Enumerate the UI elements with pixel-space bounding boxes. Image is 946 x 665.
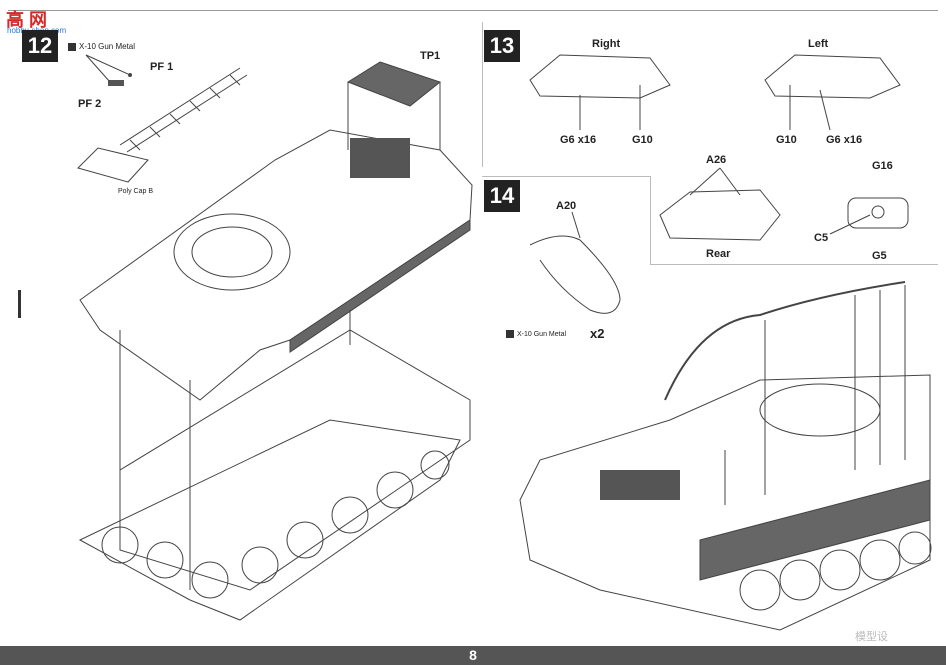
tank-hull-step-14 (519, 281, 932, 631)
page-number: 8 (469, 647, 477, 663)
label-c5: C5 (814, 232, 829, 244)
track-link-strip (119, 67, 248, 153)
rear-part (659, 189, 781, 241)
label-pf1: PF 1 (150, 61, 174, 73)
x10-gun-metal-text: X-10 Gun Metal (79, 42, 136, 51)
bracket-plate (77, 147, 149, 183)
side-part-right (529, 54, 671, 99)
step-number-13: 13 (484, 30, 520, 62)
cable-a20 (529, 235, 621, 314)
label-g16: G16 (872, 160, 893, 172)
step-number-12: 12 (22, 30, 58, 62)
watermark-logo: 高 网 (6, 10, 48, 30)
tp1-plate (346, 61, 442, 107)
label-a20: A20 (556, 200, 577, 212)
label-a26: A26 (706, 154, 727, 166)
label-quantity: x2 (590, 326, 605, 341)
part-pf1 (128, 73, 132, 77)
step-13-bottom-divider (650, 264, 938, 265)
label-rear: Rear (706, 248, 731, 260)
lower-hull-tracks (78, 329, 471, 621)
top-bar (8, 0, 938, 11)
step-14-material-label: X-10 Gun Metal (506, 330, 566, 338)
label-g10-right: G10 (632, 134, 653, 146)
part-pf2 (108, 80, 124, 86)
column-divider (482, 22, 483, 167)
label-tp1: TP1 (420, 50, 441, 62)
label-g6-right: G6 x16 (560, 134, 597, 146)
label-pf2: PF 2 (78, 98, 102, 110)
label-g6-left: G6 x16 (826, 134, 863, 146)
gun-metal-icon (68, 42, 76, 51)
detail-plate (847, 197, 909, 229)
label-g5: G5 (872, 250, 887, 262)
step-13-inner-divider (650, 176, 651, 264)
step-number-14: 14 (484, 180, 520, 212)
label-left: Left (808, 38, 829, 50)
step-13-divider (482, 176, 650, 177)
brand-mark: 模型设 (855, 631, 888, 643)
label-poly-cap-b: Poly Cap B (118, 188, 154, 195)
label-right: Right (592, 38, 621, 50)
page-edge-marker (18, 290, 21, 318)
gun-metal-icon (506, 330, 514, 338)
page-footer: 8 (0, 646, 946, 665)
step-12-material-label: X-10 Gun Metal (68, 42, 135, 51)
side-part-left (764, 54, 901, 99)
label-g10-left: G10 (776, 134, 797, 146)
upper-hull (79, 129, 473, 401)
x10-gun-metal-text: X-10 Gun Metal (517, 330, 567, 338)
